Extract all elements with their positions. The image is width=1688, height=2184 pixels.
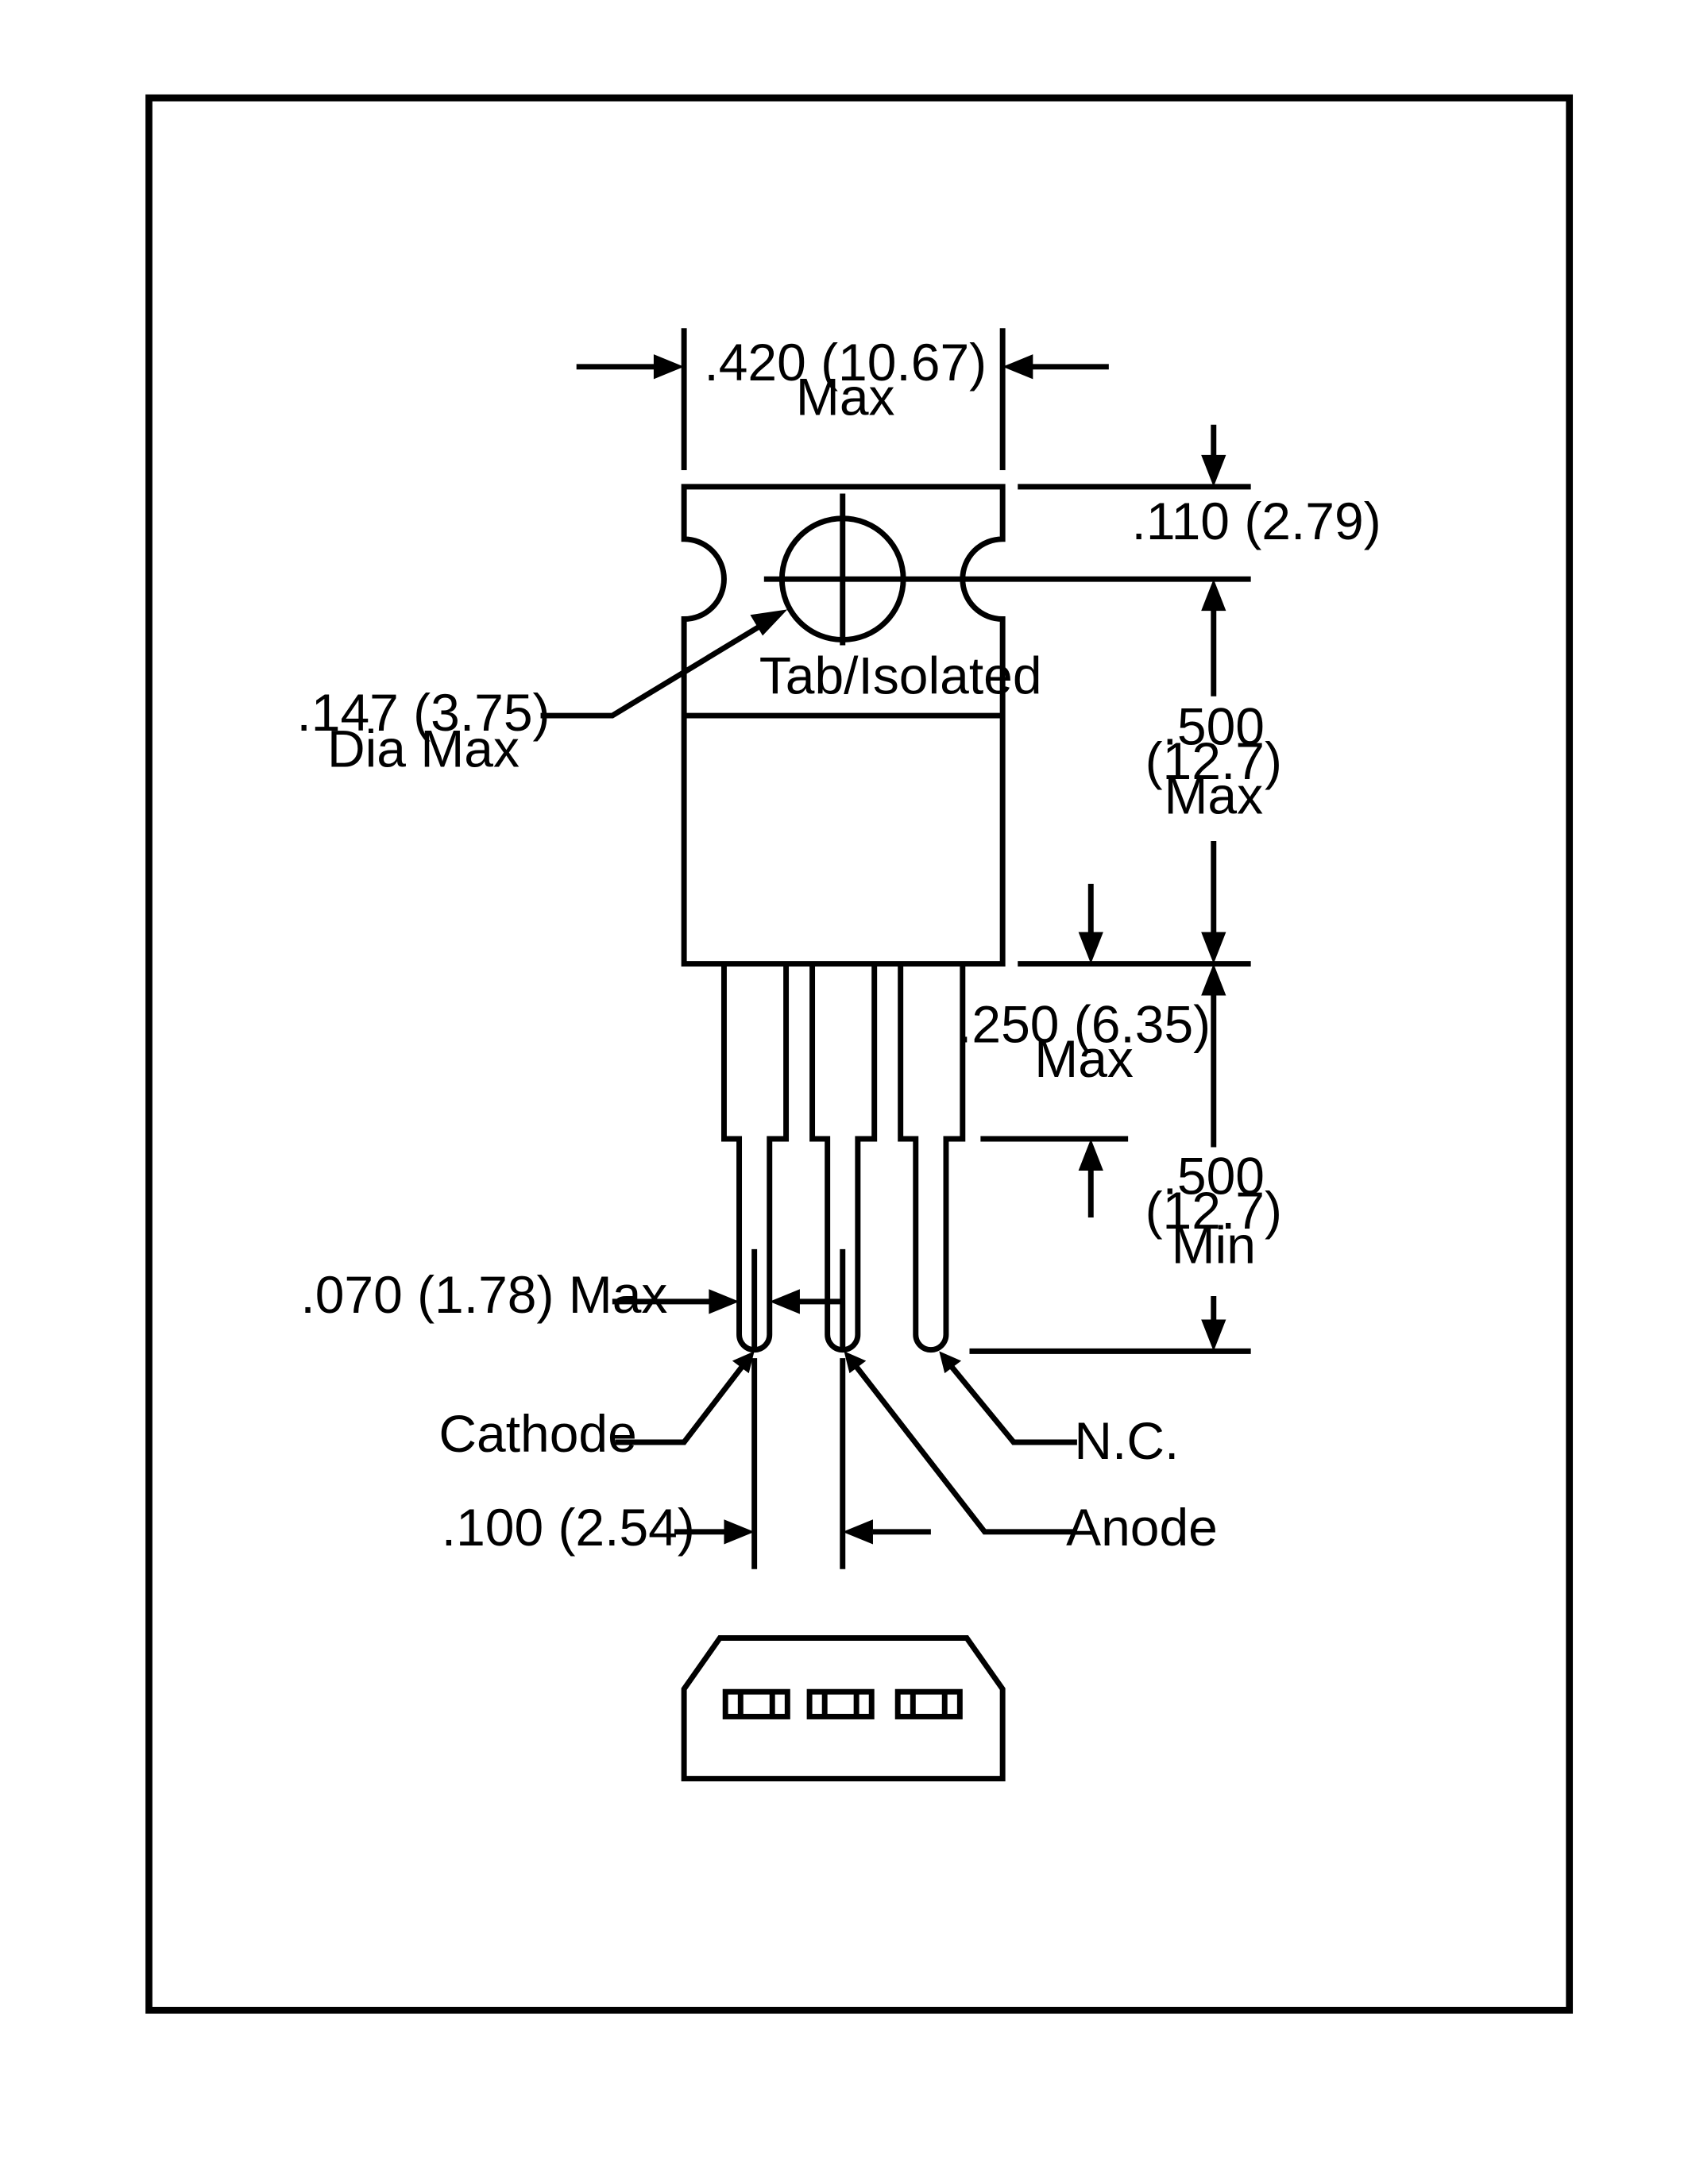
lead-width-arrow-left [709, 1289, 740, 1314]
body-height-arrow-top [1201, 579, 1226, 612]
lead-shoulder-note-label: Max [1034, 1029, 1134, 1088]
end-view-lead-3 [894, 1688, 963, 1719]
lead-width-arrow-right [769, 1289, 800, 1314]
lead-pitch-value-label: .100 (2.54) [442, 1498, 695, 1557]
lead-length-metric-label: (12.7) [1145, 1181, 1282, 1240]
hole-dia-leader [540, 622, 764, 719]
body-height-metric-label: (12.7) [1145, 731, 1282, 790]
end-view-outline [681, 1635, 1006, 1782]
pitch-arrow-right [842, 1519, 873, 1545]
hole-dia-arrow [750, 609, 788, 636]
tab-isolated-label: Tab/Isolated [759, 646, 1042, 704]
lead-length-arrow-top [1201, 963, 1226, 996]
body-height-value-label: .500 [1163, 696, 1265, 755]
pitch-arrow-left [724, 1519, 755, 1545]
hole-dia-value-label: .147 (3.75) [296, 683, 550, 742]
anode-leader [852, 1363, 1077, 1535]
cathode-arrow [732, 1351, 755, 1374]
cathode-leader [615, 1363, 746, 1445]
drawing-frame [145, 94, 1574, 2014]
lead-shoulder-value-label: .250 (6.35) [957, 994, 1211, 1053]
nc-arrow [939, 1351, 962, 1374]
lead-nc [898, 963, 966, 1353]
lead-length-arrow-bottom [1201, 1319, 1226, 1352]
anode-label: Anode [1066, 1498, 1218, 1557]
lead-shoulder-arrow-bottom [1078, 1139, 1103, 1171]
nc-leader [948, 1363, 1077, 1445]
width-arrow-left [653, 354, 685, 380]
nc-label: N.C. [1074, 1411, 1179, 1470]
body-height-arrow-bottom [1201, 932, 1226, 964]
width-note-label: Max [796, 368, 895, 426]
lead-length-value-label: .500 [1163, 1146, 1265, 1205]
width-value-label: .420 (10.67) [704, 333, 987, 392]
cathode-label: Cathode [438, 1404, 636, 1463]
tab-top-value-label: .110 (2.79) [1132, 492, 1381, 550]
lead-shoulder-arrow-top [1078, 932, 1103, 964]
tab-outline [681, 484, 1006, 967]
anode-arrow [844, 1351, 867, 1374]
end-view-lead-2 [806, 1688, 875, 1719]
body-height-note-label: Max [1164, 766, 1263, 824]
lead-width-value-label: .070 (1.78) Max [300, 1265, 667, 1324]
width-arrow-right [1002, 354, 1033, 380]
tab-top-arrow [1201, 454, 1226, 487]
lead-length-note-label: Min [1172, 1215, 1256, 1274]
hole-dia-note-label: Dia Max [327, 719, 520, 778]
end-view-lead-1 [722, 1688, 790, 1719]
